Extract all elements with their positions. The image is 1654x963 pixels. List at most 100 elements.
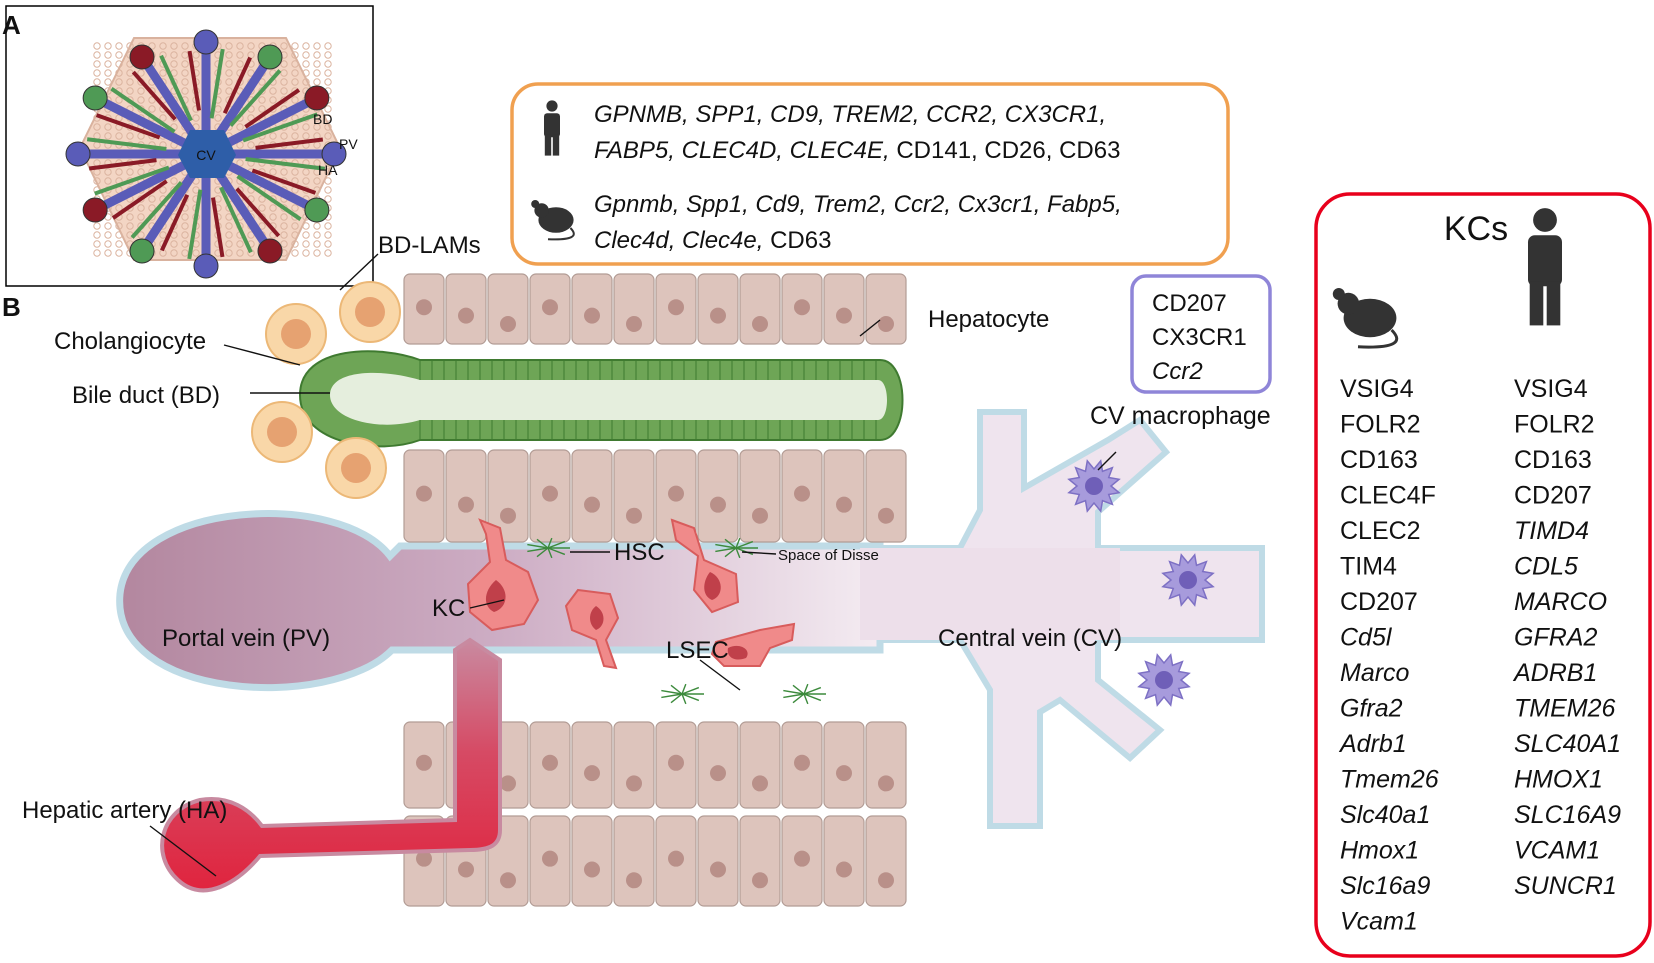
kcs-mouse-marker-11: Tmem26 xyxy=(1340,766,1439,794)
kcs-mouse-marker-5: TIM4 xyxy=(1340,553,1397,581)
kcs-human-marker-10: SLC40A1 xyxy=(1514,730,1621,758)
kcs-human-marker-5: CDL5 xyxy=(1514,553,1578,581)
kc-cell xyxy=(564,588,620,670)
portal-vein-label: Portal vein (PV) xyxy=(162,625,330,652)
kcs-mouse-marker-10: Adrb1 xyxy=(1338,730,1407,758)
arteriole xyxy=(131,70,177,121)
bd-lams-mouse-line1: Gpnmb, Spp1, Cd9, Trem2, Ccr2, Cx3cr1, F… xyxy=(594,191,1122,218)
hepatocyte-cell xyxy=(739,815,781,907)
kcs-human-marker-1: FOLR2 xyxy=(1514,411,1595,439)
hepatocyte-nucleus xyxy=(542,850,558,867)
hepatocyte-nucleus xyxy=(458,496,474,513)
panel-a-letter: A xyxy=(2,10,21,40)
hepatocyte-cell xyxy=(697,815,739,907)
hepatocyte-nucleus xyxy=(668,299,684,316)
cv-macrophage-nucleus xyxy=(1085,477,1103,495)
hepatocyte-nucleus xyxy=(584,496,600,513)
hepatocyte-nucleus xyxy=(500,775,516,792)
bd-lam-nucleus xyxy=(267,417,297,447)
hepatocyte-nucleus xyxy=(752,872,768,889)
central-vein-a xyxy=(178,130,236,178)
kcs-human-marker-0: VSIG4 xyxy=(1514,375,1588,403)
hepatocyte-nucleus xyxy=(416,850,432,867)
kcs-mouse-marker-4: CLEC2 xyxy=(1340,517,1421,545)
hepatocyte-nucleus xyxy=(500,872,516,889)
kc-nucleus xyxy=(485,580,506,612)
hsc-process xyxy=(681,693,687,705)
central-vein-label: Central vein (CV) xyxy=(938,625,1122,652)
bile-ductule xyxy=(236,174,302,221)
bd-lam-cells xyxy=(251,281,401,499)
hepatocyte-nucleus xyxy=(626,507,642,524)
kcs-human-marker-7: GFRA2 xyxy=(1514,624,1597,652)
kcs-title: KCs xyxy=(1444,210,1508,248)
hepatocyte-cell xyxy=(613,815,655,907)
cholangiocyte-label: Cholangiocyte xyxy=(54,328,206,355)
bd-lams-box-frame xyxy=(510,82,1230,266)
hsc-process xyxy=(715,543,737,549)
hsc-process xyxy=(661,693,683,699)
bile-ductule xyxy=(86,137,167,151)
arteriole xyxy=(251,168,317,195)
kcs-human-marker-9: TMEM26 xyxy=(1514,695,1616,723)
hepatocyte-nucleus xyxy=(416,299,432,316)
hepatocyte-nucleus xyxy=(836,496,852,513)
arteriole xyxy=(255,137,324,150)
kc-nucleus xyxy=(727,645,748,660)
arteriole xyxy=(211,197,225,258)
space-of-disse-label: Space of Disse xyxy=(778,547,879,564)
kc-cell xyxy=(670,518,740,614)
cv-macrophages xyxy=(1067,459,1215,707)
hepatocyte-nucleus xyxy=(794,299,810,316)
kcs-human-marker-14: SUNCR1 xyxy=(1514,872,1617,900)
hepatocyte-label: Hepatocyte xyxy=(928,306,1049,333)
kcs-human-marker-12: SLC16A9 xyxy=(1514,801,1621,829)
kcs-human-markers: VSIG4FOLR2CD163CD207TIMD4CDL5MARCOGFRA2A… xyxy=(1512,375,1621,900)
portal-triad-vessel xyxy=(65,141,91,167)
hepatocyte-nucleus xyxy=(836,861,852,878)
hepatocyte-nucleus xyxy=(878,316,894,332)
kcs-marker-box: KCs VSIG4FOLR2CD163CLEC4FCLEC2TIM4CD207C… xyxy=(1314,192,1652,958)
hsc-process xyxy=(547,540,566,549)
kcs-mouse-marker-12: Slc40a1 xyxy=(1340,801,1430,829)
cholangiocyte-cells xyxy=(419,360,877,440)
hsc-process xyxy=(547,547,566,556)
hepatocyte-cell xyxy=(739,721,781,809)
kcs-mouse-markers: VSIG4FOLR2CD163CLEC4FCLEC2TIM4CD207Cd5lM… xyxy=(1338,375,1439,936)
panel-b-letter: B xyxy=(2,292,21,322)
kc-nucleus xyxy=(590,606,604,630)
kc-nucleus xyxy=(704,572,721,600)
kc-cell xyxy=(466,518,540,632)
hsc-process xyxy=(681,686,700,695)
hepatocyte-nucleus xyxy=(458,307,474,324)
hepatocyte-nucleus xyxy=(500,507,516,524)
hepatocyte-cell xyxy=(487,449,529,543)
hsc-process xyxy=(792,693,805,704)
hepatocyte-nucleus xyxy=(710,765,726,782)
hsc-process xyxy=(536,547,549,558)
hepatocyte-cell xyxy=(865,449,907,543)
hepatocyte-nucleus xyxy=(752,507,768,524)
hepatocyte-nucleus xyxy=(584,765,600,782)
hepatocyte-nucleus xyxy=(878,775,894,792)
cv-macrophage-label: CV macrophage xyxy=(1090,402,1271,430)
hepatocyte-cell xyxy=(865,815,907,907)
hsc-process xyxy=(735,537,741,549)
hsc-process xyxy=(527,547,549,553)
hepatocyte-nucleus xyxy=(836,307,852,324)
vein-transition xyxy=(860,548,1120,640)
kcs-mouse-marker-2: CD163 xyxy=(1340,446,1418,474)
hepatocyte-cell xyxy=(445,449,487,543)
kcs-mouse-marker-1: FOLR2 xyxy=(1340,411,1421,439)
kcs-mouse-marker-7: Cd5l xyxy=(1340,624,1393,652)
hepatocyte-nucleus xyxy=(626,775,642,792)
bile-ductule xyxy=(130,181,183,239)
hsc-process xyxy=(792,684,805,695)
bile-ductule xyxy=(187,189,203,260)
hepatocyte-nucleus xyxy=(668,754,684,771)
hepatocyte-nucleus xyxy=(668,850,684,867)
arteriole xyxy=(235,187,281,238)
portal-triad-vessel xyxy=(321,141,347,167)
